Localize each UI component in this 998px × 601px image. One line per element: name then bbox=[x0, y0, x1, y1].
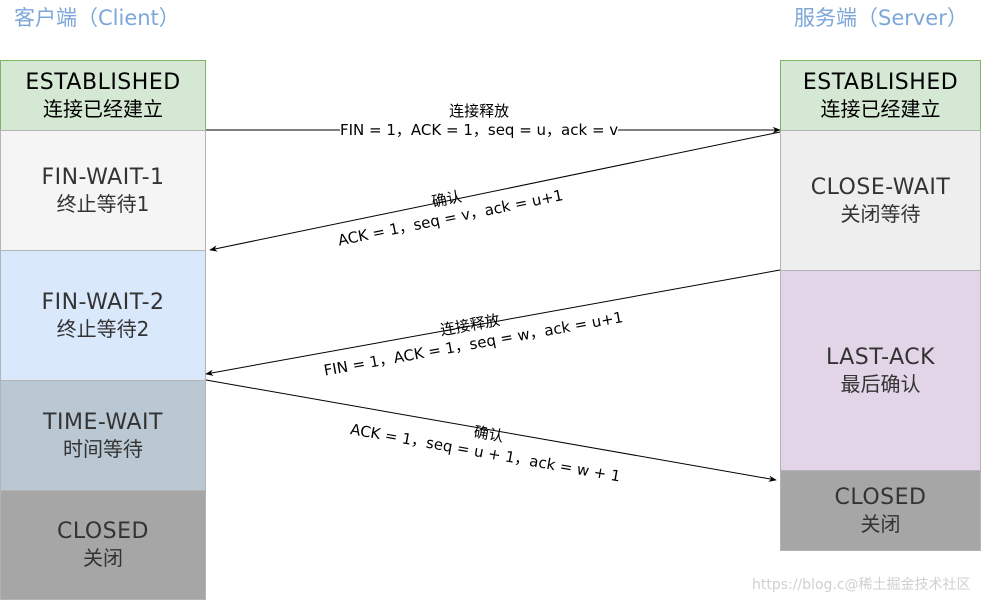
state-description: 时间等待 bbox=[63, 436, 143, 461]
arrow-fin-server-to-client bbox=[205, 269, 781, 376]
state-name: FIN-WAIT-2 bbox=[41, 289, 165, 315]
state-name: CLOSE-WAIT bbox=[810, 174, 951, 200]
state-description: 连接已经建立 bbox=[43, 96, 163, 121]
state-description: 终止等待1 bbox=[56, 191, 150, 216]
state-description: 关闭 bbox=[83, 546, 123, 571]
client-state-fin-wait-1: FIN-WAIT-1 终止等待1 bbox=[0, 130, 206, 251]
server-state-close-wait: CLOSE-WAIT 关闭等待 bbox=[780, 130, 981, 271]
arrow-ack-client-to-server bbox=[205, 379, 777, 482]
server-state-last-ack: LAST-ACK 最后确认 bbox=[780, 270, 981, 471]
message-label-fin-1: 连接释放 FIN = 1，ACK = 1，seq = u，ack = v bbox=[340, 102, 619, 140]
state-name: TIME-WAIT bbox=[43, 409, 163, 435]
state-name: FIN-WAIT-1 bbox=[41, 164, 165, 190]
client-state-time-wait: TIME-WAIT 时间等待 bbox=[0, 380, 206, 491]
state-name: ESTABLISHED bbox=[25, 69, 181, 95]
state-name: CLOSED bbox=[57, 519, 149, 545]
state-description: 连接已经建立 bbox=[820, 96, 941, 121]
state-description: 终止等待2 bbox=[56, 316, 150, 341]
state-description: 最后确认 bbox=[840, 371, 921, 396]
client-state-established: ESTABLISHED 连接已经建立 bbox=[0, 60, 206, 131]
message-detail: FIN = 1，ACK = 1，seq = u，ack = v bbox=[340, 121, 619, 140]
state-name: LAST-ACK bbox=[825, 344, 936, 370]
state-description: 关闭等待 bbox=[840, 201, 921, 226]
state-description: 关闭 bbox=[860, 511, 901, 536]
state-name: CLOSED bbox=[834, 484, 927, 510]
message-title: 连接释放 bbox=[449, 102, 510, 120]
arrow-ack-server-to-client bbox=[209, 131, 781, 252]
server-state-established: ESTABLISHED 连接已经建立 bbox=[780, 60, 981, 131]
client-title: 客户端（Client） bbox=[14, 6, 180, 30]
state-name: ESTABLISHED bbox=[802, 69, 959, 95]
server-title: 服务端（Server） bbox=[794, 6, 968, 30]
server-state-closed: CLOSED 关闭 bbox=[780, 470, 981, 551]
client-state-closed: CLOSED 关闭 bbox=[0, 490, 206, 600]
watermark: https://blog.c@稀土掘金技术社区 bbox=[752, 577, 971, 593]
